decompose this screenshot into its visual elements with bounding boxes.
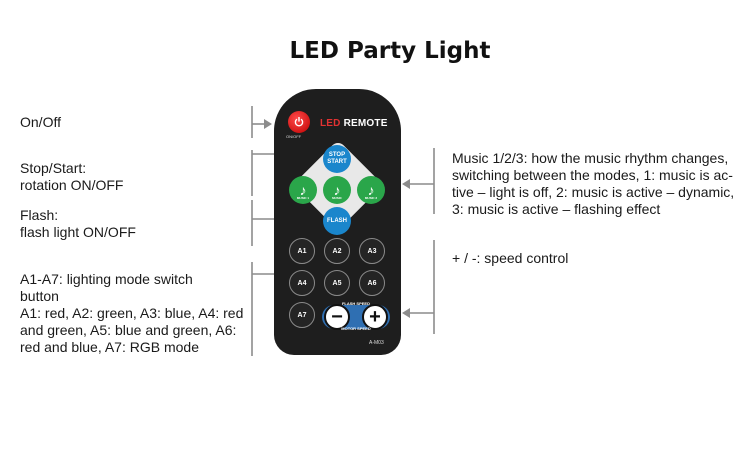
a5-button[interactable]: A5 [324, 270, 350, 296]
mode-pad: STOP START ♪ MUSIC 1 ♪ MUSIC ♪ MUSIC 3 F… [288, 139, 388, 249]
label-music-line2: switching between the modes, 1: music is… [452, 167, 733, 183]
label-stop-start-title: Stop/Start: [20, 160, 87, 176]
power-icon [294, 117, 304, 127]
music-2-button[interactable]: ♪ MUSIC [323, 176, 351, 204]
label-a-line5: red and blue, A7: RGB mode [20, 339, 199, 355]
a6-button[interactable]: A6 [359, 270, 385, 296]
music-1-button[interactable]: ♪ MUSIC 1 [289, 176, 317, 204]
flash-button[interactable]: FLASH [323, 207, 351, 235]
a2-button[interactable]: A2 [324, 238, 350, 264]
a7-button[interactable]: A7 [289, 302, 315, 328]
power-button-label: ON/OFF [286, 134, 302, 139]
label-a-line3: A1: red, A2: green, A3: blue, A4: red [20, 305, 244, 321]
label-music-line1: Music 1/2/3: how the music rhythm change… [452, 150, 729, 166]
music-note-icon: ♪ [333, 181, 341, 198]
arrowhead-onoff [264, 119, 272, 129]
label-stop-start-desc: rotation ON/OFF [20, 177, 124, 193]
arrowhead-music [402, 179, 410, 189]
a4-button[interactable]: A4 [289, 270, 315, 296]
power-button[interactable] [288, 111, 310, 133]
label-a-line1: A1-A7: lighting mode switch [20, 271, 193, 287]
label-speed: + / -: speed control [452, 250, 569, 266]
label-music-line4: 3: music is active – flashing effect [452, 201, 661, 217]
label-flash-title: Flash: [20, 207, 59, 223]
label-music-line3: tive – light is off, 2: music is active … [452, 184, 735, 200]
motor-speed-label: MOTOR SPEED [341, 326, 371, 331]
label-a-line2: button [20, 288, 59, 304]
label-onoff: On/Off [20, 114, 61, 130]
flash-speed-label: FLASH SPEED [341, 301, 370, 306]
speed-minus-button[interactable]: − [324, 304, 350, 330]
model-number: A-M03 [369, 340, 384, 346]
arrowhead-speed [402, 308, 410, 318]
remote-control: ON/OFF LED REMOTE STOP START ♪ MUSIC 1 ♪… [274, 89, 401, 355]
music-note-icon: ♪ [299, 181, 307, 198]
music-note-icon: ♪ [367, 181, 375, 198]
label-flash-desc: flash light ON/OFF [20, 224, 136, 240]
a1-button[interactable]: A1 [289, 238, 315, 264]
page-title: LED Party Light [289, 38, 491, 64]
speed-control: FLASH SPEED − + MOTOR SPEED [322, 301, 390, 331]
music-3-button[interactable]: ♪ MUSIC 3 [357, 176, 385, 204]
brand-label: LED REMOTE [320, 118, 388, 129]
a3-button[interactable]: A3 [359, 238, 385, 264]
speed-plus-button[interactable]: + [362, 304, 388, 330]
stop-start-button[interactable]: STOP START [323, 145, 351, 173]
label-a-line4: and green, A5: blue and green, A6: [20, 322, 237, 338]
